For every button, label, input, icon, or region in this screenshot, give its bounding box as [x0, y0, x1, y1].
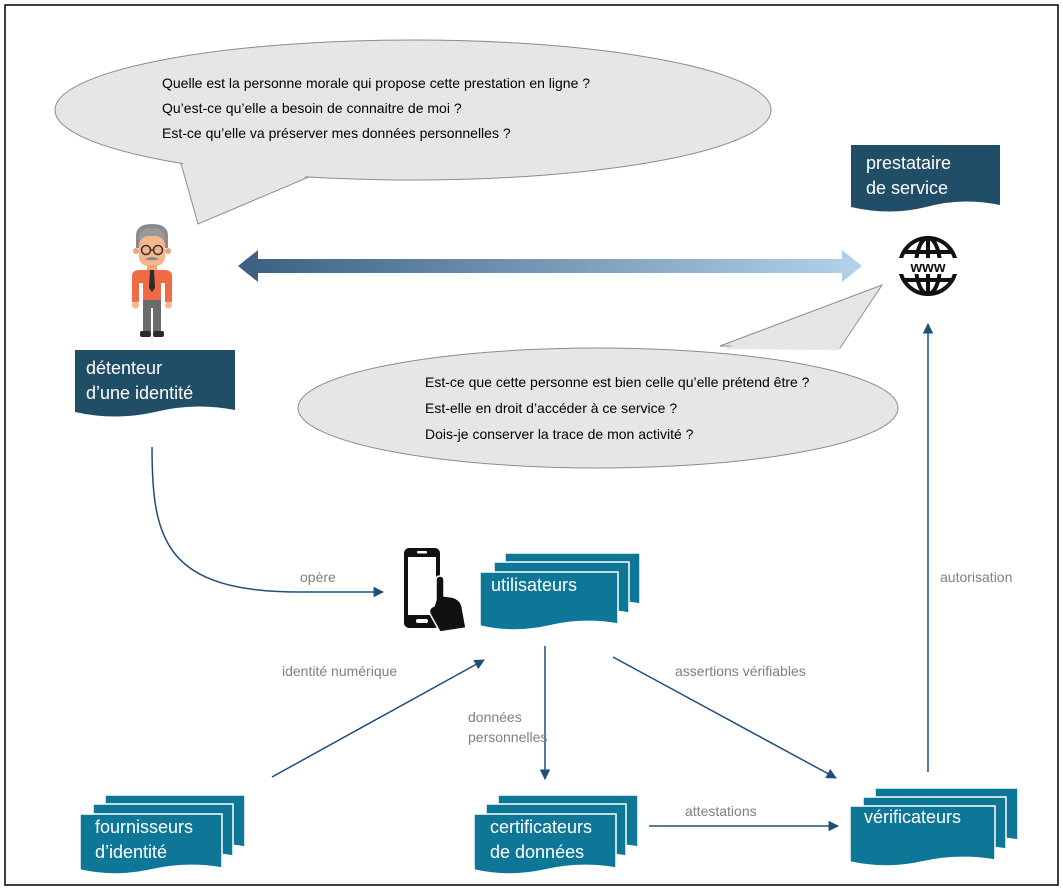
bubble-bottom-line-2: Est-elle en droit d’accéder à ce service…: [425, 400, 677, 416]
node-utilisateurs-label: utilisateurs: [491, 575, 577, 595]
node-certificateurs-label-2: de données: [490, 842, 584, 862]
smartphone-icon: [404, 548, 467, 633]
outer-frame: [4, 4, 1059, 886]
edge-label-donnees: données: [468, 709, 522, 725]
node-prestataire-de-service: prestataire de service: [851, 145, 1000, 212]
node-detenteur-identite: détenteur d’une identité: [75, 350, 235, 417]
edge-utilisateurs-to-verificateurs: [612, 656, 837, 779]
bubble-top-line-3: Est-ce qu’elle va préserver mes données …: [162, 125, 511, 141]
edge-label-personnelles: personnelles: [468, 729, 547, 745]
edge-fournisseurs-to-utilisateurs: [271, 659, 485, 778]
bubble-bottom-line-3: Dois-je conserver la trace de mon activi…: [425, 426, 694, 442]
node-utilisateurs: utilisateurs: [479, 552, 641, 631]
bubble-bottom-line-1: Est-ce que cette personne est bien celle…: [425, 374, 810, 390]
edge-label-opere: opère: [300, 569, 336, 585]
node-prestataire-label-1: prestataire: [866, 153, 951, 173]
bubble-top-line-1: Quelle est la personne morale qui propos…: [162, 75, 590, 91]
node-fournisseurs-label-2: d’identité: [95, 842, 167, 862]
node-fournisseurs-identite: fournisseurs d’identité: [79, 794, 246, 875]
www-label: www: [909, 259, 945, 276]
edge-label-assertions-verifiables: assertions vérifiables: [675, 663, 806, 679]
edge-label-autorisation: autorisation: [940, 569, 1012, 585]
edge-label-identite-numerique: identité numérique: [282, 663, 397, 679]
interaction-double-arrow: [238, 250, 862, 282]
node-detenteur-label-2: d’une identité: [86, 383, 193, 403]
www-globe-icon: www: [897, 236, 959, 296]
edge-detenteur-to-utilisateurs: [151, 446, 385, 598]
node-prestataire-label-2: de service: [866, 178, 948, 198]
person-icon: [132, 224, 172, 337]
speech-bubble-bottom: Est-ce que cette personne est bien celle…: [297, 283, 899, 469]
node-detenteur-label-1: détenteur: [86, 358, 162, 378]
edge-label-attestations: attestations: [685, 803, 757, 819]
node-fournisseurs-label-1: fournisseurs: [95, 817, 193, 837]
node-verificateurs: vérificateurs: [849, 787, 1019, 867]
speech-bubble-top: Quelle est la personne morale qui propos…: [54, 39, 772, 225]
bubble-top-line-2: Qu’est-ce qu’elle a besoin de connaitre …: [162, 100, 462, 116]
node-certificateurs-label-1: certificateurs: [490, 817, 592, 837]
node-verificateurs-label: vérificateurs: [864, 807, 961, 827]
node-certificateurs-donnees: certificateurs de données: [473, 794, 639, 875]
